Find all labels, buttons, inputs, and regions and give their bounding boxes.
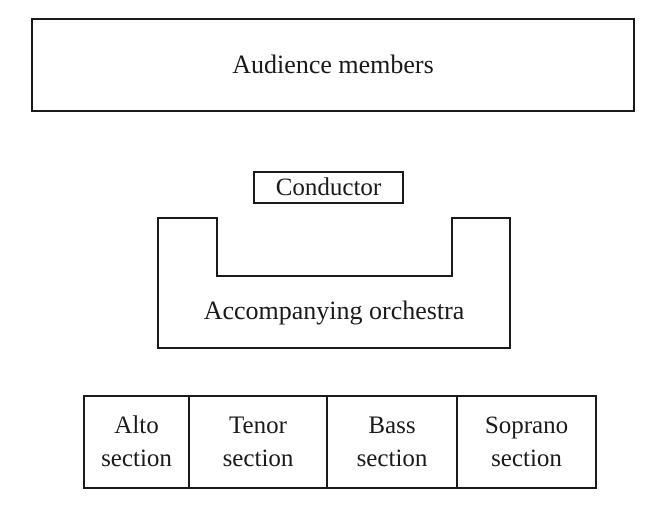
conductor-box: Conductor [253,171,404,204]
soprano-section-box: Soprano section [456,395,597,489]
soprano-section-label: Soprano section [485,409,568,475]
soprano-section-label-line2: section [491,445,562,472]
bass-section-label-line2: section [356,445,428,472]
conductor-label: Conductor [275,173,382,201]
audience-members-box: Audience members [31,18,635,112]
soprano-section-label-line1: Soprano [484,412,569,439]
orchestra-label: Accompanying orchestra [203,296,465,325]
audience-members-label: Audience members [232,50,434,79]
alto-section-label-line2: section [101,445,172,472]
orchestra-shape [157,217,511,349]
tenor-section-label: Tenor section [223,409,294,475]
bass-section-label: Bass section [357,409,428,475]
tenor-section-label-line2: section [222,445,294,472]
bass-section-label-line1: Bass [368,412,416,439]
tenor-section-box: Tenor section [188,395,328,489]
alto-section-label-line1: Alto [114,412,159,439]
bass-section-box: Bass section [326,395,458,489]
alto-section-label: Alto section [101,409,172,475]
tenor-section-label-line1: Tenor [229,412,287,439]
alto-section-box: Alto section [83,395,190,489]
